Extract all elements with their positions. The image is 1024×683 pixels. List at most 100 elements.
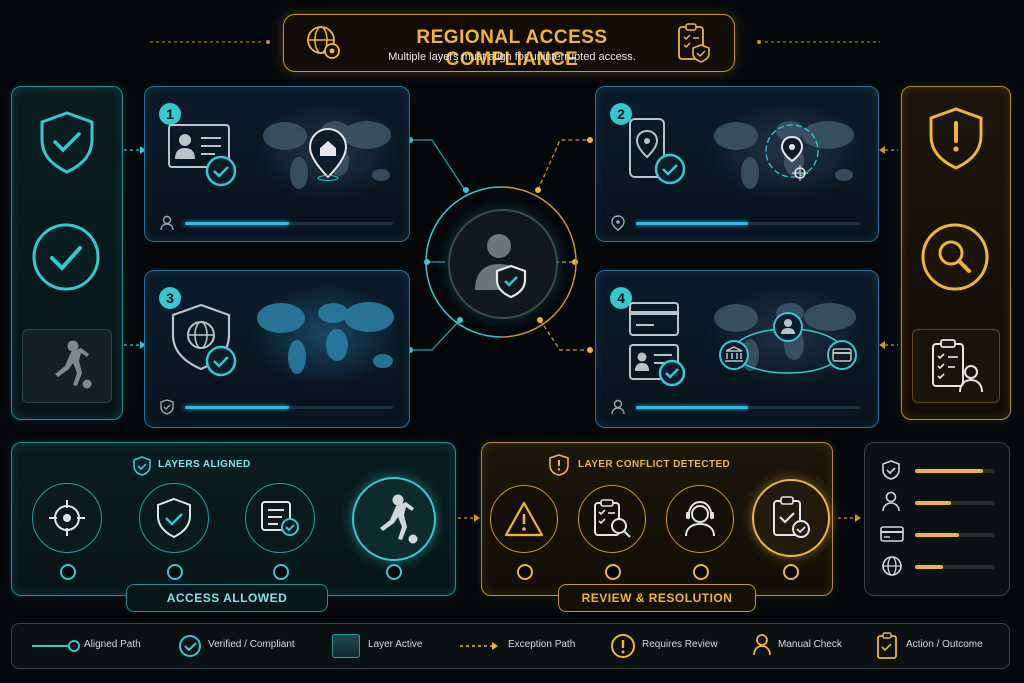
layer-progress-track: [185, 406, 393, 409]
track-node: [693, 564, 709, 580]
warning-step[interactable]: [490, 485, 558, 553]
clipboard-person-icon: [932, 339, 983, 393]
support-agent-step[interactable]: [666, 485, 734, 553]
layer-number-badge: 1: [159, 103, 181, 125]
summary-panel: [864, 442, 1010, 596]
world-map-image: [251, 283, 401, 387]
track-node: [783, 564, 799, 580]
crosshair-target-icon: [49, 500, 85, 536]
sport-activity-tile[interactable]: [22, 329, 112, 403]
phone-location-icon: [629, 118, 686, 185]
conflict-detected-label: LAYER CONFLICT DETECTED: [578, 459, 731, 470]
access-allowed-banner: ACCESS ALLOWED: [126, 584, 328, 612]
exception-path-icon: [460, 642, 498, 650]
track-node: [273, 564, 289, 580]
layer-progress-track: [185, 222, 393, 225]
legend-label: Verified / Compliant: [208, 639, 295, 650]
checklist-step[interactable]: [245, 483, 315, 553]
track-node: [167, 564, 183, 580]
legend-label: Aligned Path: [84, 639, 141, 650]
track-node: [605, 564, 621, 580]
review-checklist-step[interactable]: [578, 485, 646, 553]
layer-progress-fill: [185, 222, 289, 225]
shield-check-icon: [157, 497, 191, 539]
action-outcome-icon: [877, 632, 897, 659]
legend-bar: Aligned Path Verified / Compliant Layer …: [11, 623, 1010, 669]
summary-bar-fill: [915, 469, 983, 473]
layer-number-badge: 2: [610, 103, 632, 125]
globe-target-icon: [307, 26, 340, 59]
legend-label: Exception Path: [508, 639, 576, 650]
requires-review-icon: [611, 634, 635, 658]
layer-progress-track: [636, 222, 860, 225]
search-circle-icon: [921, 223, 989, 291]
verified-icon: [179, 635, 201, 657]
credit-card-icon: [880, 526, 904, 542]
layer-1-identity-panel[interactable]: 1: [144, 86, 410, 242]
warning-triangle-icon: [504, 501, 544, 537]
support-agent-icon: [685, 500, 715, 537]
layer-2-location-panel[interactable]: 2: [595, 86, 879, 242]
clipboard-check-icon: [773, 496, 810, 538]
soccer-player-icon: [55, 340, 92, 389]
shield-alert-icon: [929, 107, 983, 170]
layer-progress-track: [636, 406, 860, 409]
summary-bar-track: [915, 533, 995, 537]
summary-bar-fill: [915, 533, 959, 537]
summary-bar-track: [915, 501, 995, 505]
legend-label: Manual Check: [778, 639, 842, 650]
shield-check-small-icon: [160, 399, 174, 415]
page-subtitle: Multiple layers must align for uninterru…: [388, 51, 636, 63]
manual-check-icon: [753, 634, 771, 656]
checklist-check-icon: [261, 501, 299, 536]
central-user-hub[interactable]: [448, 209, 558, 319]
layers-aligned-label: LAYERS ALIGNED: [158, 459, 251, 470]
summary-bar-track: [915, 565, 995, 569]
track-node: [386, 564, 402, 580]
title-panel: REGIONAL ACCESS COMPLIANCE Multiple laye…: [283, 14, 735, 72]
page-title: REGIONAL ACCESS COMPLIANCE: [416, 27, 608, 70]
layer-progress-fill: [636, 222, 748, 225]
layer-progress-fill: [636, 406, 748, 409]
aligned-path-icon: [32, 640, 80, 652]
legend-label: Action / Outcome: [906, 639, 983, 650]
shield-check-icon: [40, 111, 94, 174]
summary-bar-track: [915, 469, 995, 473]
checklist-shield-icon: [678, 23, 710, 63]
user-shield-icon: [475, 234, 527, 299]
user-icon: [882, 491, 900, 512]
shield-step[interactable]: [139, 483, 209, 553]
location-pin-icon: [611, 215, 625, 231]
manual-review-tile[interactable]: [912, 329, 1000, 403]
layer-3-security-panel[interactable]: 3: [144, 270, 410, 428]
world-map-image: [255, 101, 399, 201]
user-icon: [611, 399, 625, 415]
summary-bar-fill: [915, 501, 951, 505]
shield-globe-icon: [171, 303, 237, 377]
layer-number-badge: 3: [159, 287, 181, 309]
track-node: [60, 564, 76, 580]
target-step[interactable]: [32, 483, 102, 553]
layer-active-icon: [332, 634, 360, 658]
layer-number-badge: 4: [610, 287, 632, 309]
shield-check-small-icon: [882, 460, 900, 480]
review-resolution-banner: REVIEW & RESOLUTION: [558, 584, 756, 612]
id-card-check-icon: [168, 124, 237, 187]
shield-alert-small-icon: [549, 454, 569, 476]
clipboard-search-icon: [594, 499, 631, 538]
left-status-column: [11, 86, 123, 420]
layer-4-payment-panel[interactable]: 4: [595, 270, 879, 428]
card-and-id-icon: [629, 302, 686, 387]
resolution-outcome-step[interactable]: [752, 479, 830, 557]
user-icon: [160, 215, 174, 231]
access-allowed-flow-panel: LAYERS ALIGNED: [11, 442, 456, 596]
shield-check-small-icon: [133, 456, 151, 476]
right-status-column: [901, 86, 1011, 420]
home-location-pin-icon: [308, 127, 348, 181]
legend-label: Layer Active: [368, 639, 423, 650]
sport-access-step[interactable]: [352, 477, 436, 561]
legend-label: Requires Review: [642, 639, 718, 650]
review-resolution-flow-panel: LAYER CONFLICT DETECTED: [481, 442, 833, 596]
layer-progress-fill: [185, 406, 289, 409]
world-map-image: [706, 101, 866, 201]
